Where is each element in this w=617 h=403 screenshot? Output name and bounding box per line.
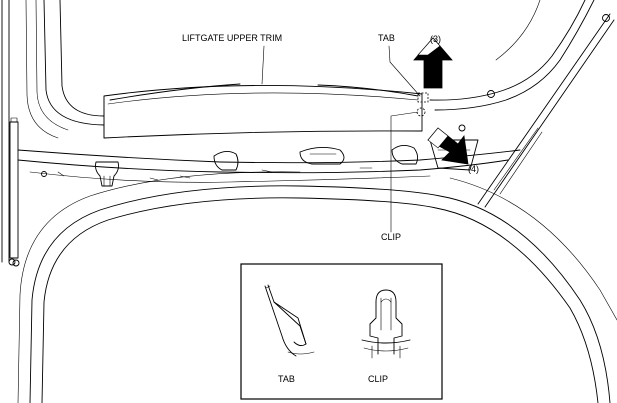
clip-detail-drawing	[361, 289, 411, 359]
step-4-label: (4)	[468, 164, 479, 174]
clip-leader	[390, 111, 419, 233]
tab-detail-drawing	[264, 284, 315, 357]
cargo-opening	[17, 171, 617, 403]
right-gas-strut	[477, 13, 615, 208]
clip-label: CLIP	[381, 232, 401, 242]
tab-label: TAB	[378, 33, 395, 43]
detail-clip-label: CLIP	[368, 374, 388, 384]
tab-marker	[417, 92, 429, 103]
liftgate-opening	[43, 0, 595, 126]
liftgate-upper-trim-panel	[103, 83, 423, 139]
body-frame-flange	[17, 145, 521, 187]
tab-leader	[388, 45, 421, 97]
step-3-label: (3)	[430, 34, 441, 44]
left-pillar	[1, 0, 69, 263]
left-gas-strut	[8, 117, 20, 267]
detail-inset: TAB CLIP	[240, 263, 443, 400]
arrow-4-down-right	[427, 127, 469, 165]
arrow-3-up	[413, 37, 453, 89]
liftgate-upper-trim-leader	[261, 45, 265, 85]
detail-tab-label: TAB	[278, 374, 295, 384]
liftgate-upper-trim-label: LIFTGATE UPPER TRIM	[182, 33, 282, 43]
